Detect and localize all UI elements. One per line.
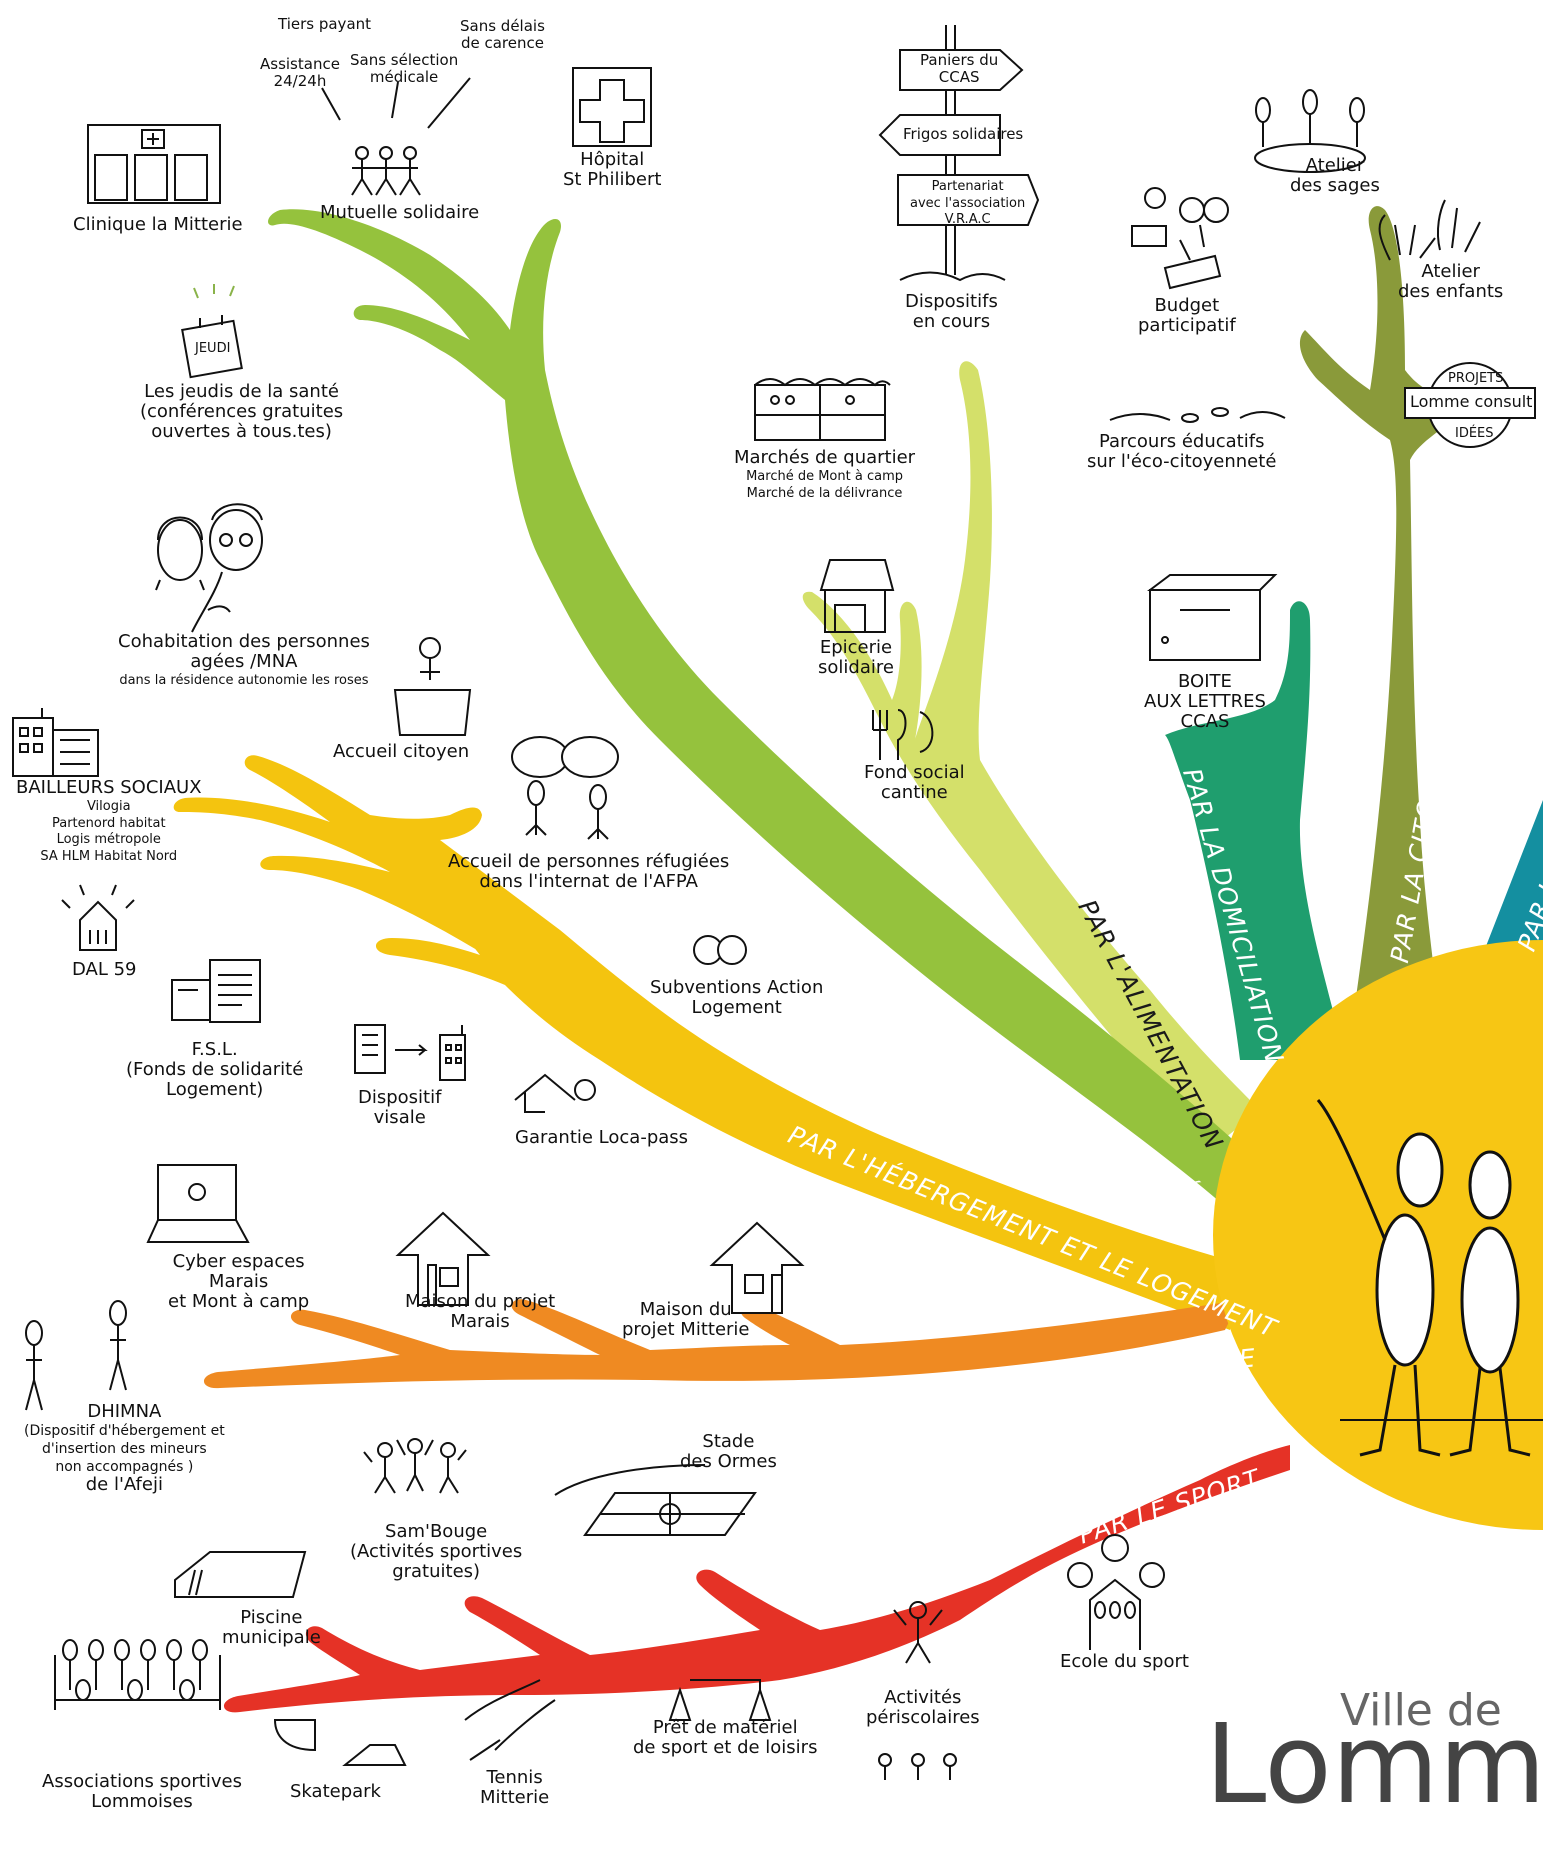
hospital-cross-icon [572, 67, 652, 147]
skatepark-label: Skatepark [290, 1781, 381, 1802]
fsl-documents-icon [171, 959, 261, 1023]
house-marais-icon [395, 1211, 491, 1306]
clinic-building-icon [87, 124, 221, 204]
locapass-label: Garantie Loca-pass [515, 1127, 689, 1148]
cutlery-icon [872, 709, 934, 760]
eco-path-icon [1109, 407, 1286, 423]
mutuelle-label: Mutuelle solidaire [320, 202, 480, 223]
dal-house-icon [61, 884, 135, 951]
ecole-du-sport-balls-icon [1067, 1534, 1165, 1650]
laptop-icon [146, 1164, 250, 1243]
accueil-podium-icon [393, 637, 472, 736]
sign-frigos[interactable]: Frigos solidaires [903, 125, 1024, 143]
market-stalls-icon [754, 378, 891, 441]
lomme-consult-badge-icon [1404, 362, 1536, 448]
ecole-sport-label: Ecole du sport [1060, 1651, 1189, 1672]
jeudi-tag: JEUDI [195, 341, 231, 356]
badge-projets: PROJETS [1448, 371, 1504, 386]
dancing-people-icon [363, 1438, 467, 1494]
badge-lomme-consult: Lomme consult' [1410, 392, 1537, 411]
branch-insertion [203, 1299, 1241, 1389]
euro-coins-icon [693, 935, 747, 965]
signpost-icon [878, 25, 1040, 282]
sports-associations-group-icon [54, 1639, 221, 1710]
skatepark-ramp-icon [273, 1719, 407, 1766]
branch-domiciliation [1165, 601, 1345, 1060]
tiers-payant-label: Tiers payant [278, 15, 372, 33]
budget-euro-icon [1131, 187, 1229, 290]
branch-sport [223, 1445, 1291, 1713]
branch-sante [268, 209, 1255, 1216]
people-figures-icon [1316, 1099, 1543, 1457]
branch-alimentation [802, 361, 1260, 1150]
dhimna-figures-icon [25, 1300, 127, 1411]
children-hands-icon [1378, 199, 1481, 261]
stadium-icon [554, 1464, 757, 1536]
two-faces-icon [155, 503, 263, 633]
mutuelle-people-icon [321, 77, 471, 196]
sports-equipment-icon [668, 1679, 772, 1721]
visale-document-icon [354, 1024, 466, 1081]
speech-bubbles-icon [511, 736, 619, 840]
brand-lomme: Lomm [1205, 1700, 1543, 1828]
house-mitterie-icon [709, 1221, 805, 1314]
badge-idees: IDÉES [1455, 426, 1494, 441]
accueil-citoyen-label: Accueil citoyen [333, 741, 470, 762]
loca-pass-house-icon [514, 1073, 596, 1113]
sages-round-table-icon [1254, 89, 1366, 173]
branch-hebergement [173, 755, 1246, 1330]
social-housing-buildings-icon [12, 708, 99, 777]
periscolaires-children-icon [878, 1601, 957, 1780]
jeudis-sante-label: Les jeudis de la santé(conférences gratu… [140, 381, 344, 443]
branch-citoyennete [1299, 206, 1468, 1040]
clinique-label: Clinique la Mitterie [73, 214, 243, 235]
mailbox-icon [1147, 574, 1278, 661]
dal-label: DAL 59 [72, 959, 137, 980]
calendar-jeudi-icon [181, 284, 243, 379]
brand-ville-de: Ville de [1340, 1685, 1502, 1736]
grocery-shop-icon [819, 559, 895, 633]
swimming-pool-icon [174, 1551, 307, 1598]
sun-circle [1213, 940, 1543, 1530]
tennis-handshake-icon [464, 1679, 556, 1761]
